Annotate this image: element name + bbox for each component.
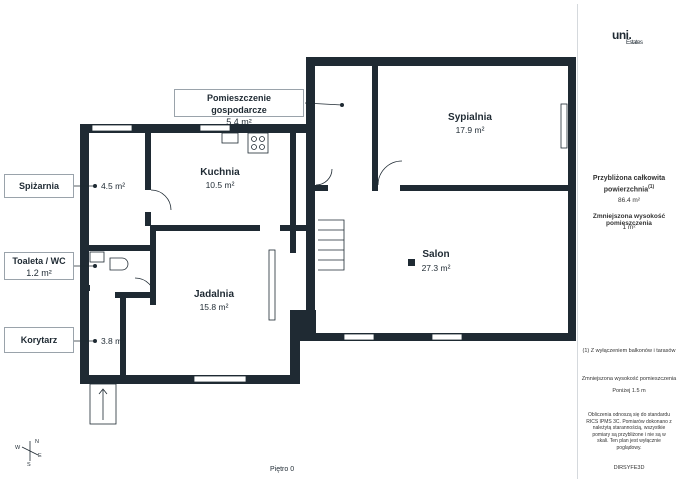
room-name-kuchnia: Kuchnia [200, 167, 240, 178]
compass-s: S [27, 462, 31, 468]
room-area-sypialnia: 17.9 m² [455, 125, 485, 135]
room-area-jadalnia: 15.8 m² [199, 302, 229, 312]
brand-logo: uni. Estates [612, 28, 643, 46]
compass-n: N [35, 439, 39, 445]
room-label-pomieszczenie-gospodarcze: Pomieszczenie gospodarcze 5.4 m² [174, 89, 304, 127]
total-area-value: 86.4 m² [617, 197, 641, 204]
room-label-spizarnia: Spiżarnia [4, 174, 74, 198]
room-name-salon: Salon [422, 249, 450, 260]
legend-line: Poniżej 1.5 m [612, 388, 646, 394]
footer-brand: DIRSYFE3D [613, 465, 645, 471]
room-area-salon: 27.3 m² [421, 263, 451, 273]
room-area-kuchnia: 10.5 m² [205, 180, 235, 190]
room-area: 5.4 m² [226, 117, 252, 127]
room-name-sypialnia: Sypialnia [448, 112, 492, 123]
room-label-toaleta: Toaleta / WC 1.2 m² [4, 252, 74, 280]
room-name: Toaleta / WC [12, 256, 66, 266]
compass-w: W [15, 445, 21, 451]
fixtures [89, 132, 403, 425]
room-area-korytarz: 3.8 m² [100, 336, 126, 346]
windows [91, 103, 568, 383]
room-area: 1.2 m² [26, 268, 52, 278]
compass: N E S W [15, 439, 42, 468]
legend-title: Zmniejszona wysokość pomieszczenia [581, 376, 677, 382]
compass-e: E [38, 453, 42, 459]
room-name: Korytarz [20, 335, 58, 345]
info-panel: Przybliżona całkowita powierzchnia(1) 86… [577, 4, 680, 479]
disclaimer: Obliczenia odnoszą się do standardu RICS… [586, 412, 672, 451]
reduced-height-value: 1 m² [622, 224, 636, 231]
room-name-jadalnia: Jadalnia [193, 289, 235, 300]
reduced-height-label: Zmniejszona wysokość pomieszczenia [592, 213, 666, 227]
room-name: Pomieszczenie gospodarcze [206, 93, 272, 115]
walls [80, 57, 576, 384]
room-area-spizarnia: 4.5 m² [100, 181, 126, 191]
room-name: Spiżarnia [18, 181, 59, 191]
footnote: (1) Z wyłączeniem balkonów i tarasów [582, 348, 676, 354]
floor-label: Piętro 0 [270, 466, 295, 473]
room-label-korytarz: Korytarz [4, 327, 74, 353]
total-area-label: Przybliżona całkowita powierzchnia(1) [592, 175, 666, 194]
